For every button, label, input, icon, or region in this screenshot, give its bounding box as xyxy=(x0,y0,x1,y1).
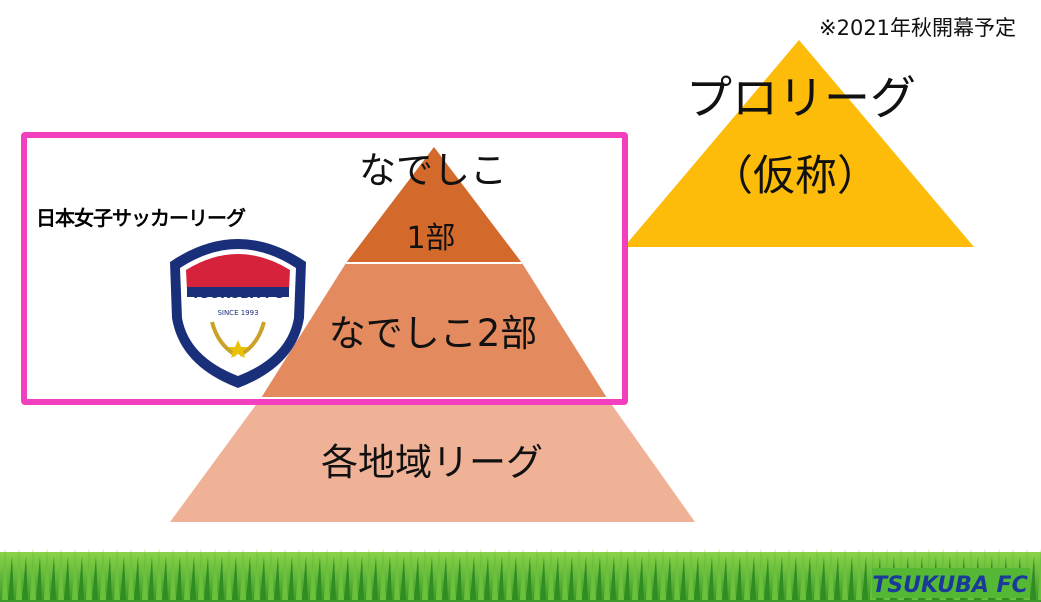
pyramid-tier-nadeshiko-1 xyxy=(346,147,522,263)
pyramid-tier-regional xyxy=(170,398,695,522)
tier2-label: なでしこ2部 xyxy=(328,312,538,355)
tier3-label: 各地域リーグ xyxy=(321,441,543,484)
tier1-label-line1: なでしこ xyxy=(359,149,507,192)
emblem-wordmark: TSUKUBA FC xyxy=(192,287,284,302)
pro-league-subtitle: （仮称） xyxy=(710,151,880,200)
highlight-frame xyxy=(21,132,628,405)
emblem-since-text: SINCE 1993 xyxy=(217,309,258,317)
pro-league-title: プロリーグ xyxy=(686,71,916,125)
tier1-label-line2: 1部 xyxy=(406,221,456,256)
footer-logo-text: TSUKUBA FC xyxy=(872,573,1027,598)
pyramid-tier-nadeshiko-2 xyxy=(261,263,607,398)
opening-note: ※2021年秋開幕予定 xyxy=(819,16,1017,40)
league-name: 日本女子サッカーリーグ xyxy=(36,206,246,230)
